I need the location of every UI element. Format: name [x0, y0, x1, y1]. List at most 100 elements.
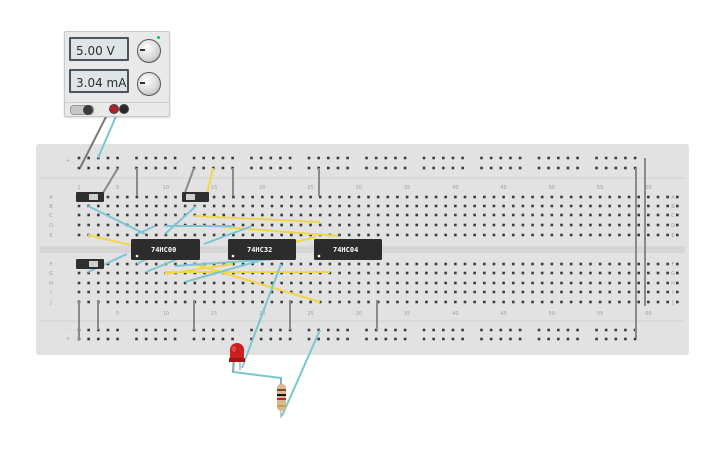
breadboard-hole[interactable]: [656, 195, 660, 199]
breadboard-hole[interactable]: [154, 213, 158, 217]
breadboard-hole[interactable]: [589, 290, 592, 294]
breadboard-hole[interactable]: [232, 213, 235, 217]
breadboard-hole[interactable]: [241, 204, 245, 208]
breadboard-hole[interactable]: [106, 195, 110, 199]
breadboard-hole[interactable]: [415, 290, 419, 294]
breadboard-hole[interactable]: [338, 262, 341, 266]
breadboard-hole[interactable]: [666, 281, 669, 285]
breadboard-hole[interactable]: [193, 290, 197, 294]
breadboard-hole[interactable]: [318, 281, 322, 285]
breadboard-hole[interactable]: [422, 166, 426, 170]
breadboard-hole[interactable]: [251, 300, 254, 304]
breadboard-hole[interactable]: [365, 166, 368, 170]
breadboard-hole[interactable]: [579, 233, 583, 237]
breadboard-hole[interactable]: [463, 195, 467, 199]
voltage-knob[interactable]: [137, 39, 161, 63]
breadboard-hole[interactable]: [463, 281, 467, 285]
breadboard-hole[interactable]: [502, 281, 505, 285]
breadboard-hole[interactable]: [212, 300, 216, 304]
signal-wire[interactable]: [210, 225, 339, 237]
breadboard-hole[interactable]: [376, 233, 380, 237]
breadboard-hole[interactable]: [624, 328, 627, 332]
breadboard-hole[interactable]: [511, 204, 515, 208]
breadboard-hole[interactable]: [425, 223, 428, 227]
breadboard-hole[interactable]: [241, 233, 245, 237]
breadboard-hole[interactable]: [579, 223, 583, 227]
breadboard-hole[interactable]: [579, 262, 583, 266]
breadboard-hole[interactable]: [480, 156, 483, 160]
breadboard-hole[interactable]: [454, 233, 457, 237]
breadboard-hole[interactable]: [106, 204, 110, 208]
breadboard-hole[interactable]: [386, 262, 390, 266]
breadboard-hole[interactable]: [589, 213, 592, 217]
breadboard-hole[interactable]: [454, 204, 457, 208]
breadboard-hole[interactable]: [328, 290, 332, 294]
breadboard-hole[interactable]: [415, 300, 419, 304]
breadboard-hole[interactable]: [357, 213, 361, 217]
breadboard-hole[interactable]: [432, 156, 435, 160]
breadboard-hole[interactable]: [637, 233, 640, 237]
breadboard-hole[interactable]: [656, 290, 660, 294]
breadboard-hole[interactable]: [328, 300, 332, 304]
breadboard-hole[interactable]: [203, 204, 206, 208]
breadboard-hole[interactable]: [212, 281, 216, 285]
breadboard-hole[interactable]: [386, 300, 390, 304]
breadboard-hole[interactable]: [521, 300, 525, 304]
breadboard-hole[interactable]: [338, 290, 341, 294]
breadboard-hole[interactable]: [232, 204, 235, 208]
breadboard-hole[interactable]: [269, 156, 273, 160]
breadboard-hole[interactable]: [270, 281, 274, 285]
breadboard-hole[interactable]: [425, 271, 428, 275]
breadboard-hole[interactable]: [125, 213, 129, 217]
breadboard-hole[interactable]: [576, 337, 579, 341]
breadboard-hole[interactable]: [595, 166, 598, 170]
breadboard-hole[interactable]: [386, 281, 390, 285]
breadboard-hole[interactable]: [232, 290, 235, 294]
breadboard-hole[interactable]: [374, 156, 378, 160]
breadboard-hole[interactable]: [637, 223, 640, 227]
breadboard-hole[interactable]: [608, 213, 612, 217]
breadboard-hole[interactable]: [666, 300, 669, 304]
breadboard-hole[interactable]: [499, 337, 503, 341]
breadboard-hole[interactable]: [338, 300, 341, 304]
breadboard-hole[interactable]: [415, 195, 419, 199]
breadboard-hole[interactable]: [492, 213, 496, 217]
breadboard-hole[interactable]: [425, 262, 428, 266]
breadboard-hole[interactable]: [346, 166, 349, 170]
breadboard-hole[interactable]: [618, 271, 621, 275]
breadboard-hole[interactable]: [374, 337, 378, 341]
breadboard-hole[interactable]: [483, 204, 486, 208]
slide-switch[interactable]: [76, 259, 104, 269]
breadboard-hole[interactable]: [87, 281, 90, 285]
breadboard-hole[interactable]: [144, 337, 148, 341]
breadboard-hole[interactable]: [560, 271, 563, 275]
breadboard-hole[interactable]: [502, 271, 505, 275]
breadboard-hole[interactable]: [557, 337, 560, 341]
breadboard-hole[interactable]: [647, 223, 650, 227]
breadboard-hole[interactable]: [618, 281, 621, 285]
breadboard-hole[interactable]: [327, 328, 330, 332]
breadboard-hole[interactable]: [347, 204, 351, 208]
breadboard-hole[interactable]: [192, 156, 196, 160]
breadboard-hole[interactable]: [309, 281, 312, 285]
breadboard-hole[interactable]: [415, 213, 419, 217]
breadboard-hole[interactable]: [125, 195, 129, 199]
breadboard-hole[interactable]: [232, 262, 235, 266]
breadboard-hole[interactable]: [164, 290, 168, 294]
breadboard-hole[interactable]: [125, 262, 129, 266]
breadboard-hole[interactable]: [97, 271, 100, 275]
signal-wire[interactable]: [184, 259, 263, 283]
breadboard-hole[interactable]: [403, 166, 407, 170]
breadboard-hole[interactable]: [231, 337, 234, 341]
breadboard-hole[interactable]: [666, 290, 669, 294]
breadboard-hole[interactable]: [473, 204, 476, 208]
breadboard-hole[interactable]: [106, 290, 110, 294]
breadboard-hole[interactable]: [318, 300, 322, 304]
breadboard-hole[interactable]: [647, 213, 650, 217]
breadboard-hole[interactable]: [386, 195, 390, 199]
breadboard-hole[interactable]: [336, 337, 340, 341]
breadboard-hole[interactable]: [164, 300, 168, 304]
breadboard-hole[interactable]: [656, 300, 660, 304]
breadboard-hole[interactable]: [557, 328, 560, 332]
breadboard-hole[interactable]: [537, 156, 541, 160]
